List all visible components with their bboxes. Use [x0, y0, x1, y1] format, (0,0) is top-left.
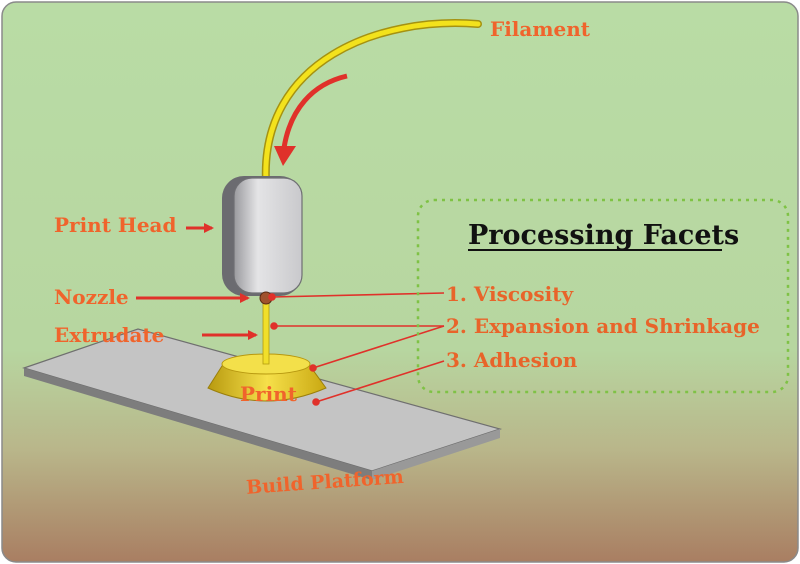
facets-box	[416, 198, 790, 394]
facet-item-adhesion: 3. Adhesion	[446, 348, 578, 372]
extrudate-strand	[262, 301, 270, 365]
print-head	[222, 176, 303, 296]
nozzle-label: Nozzle	[54, 285, 129, 309]
facets-title: Processing Facets	[468, 220, 739, 251]
facet-item-expansion: 2. Expansion and Shrinkage	[446, 314, 760, 338]
print-head-label: Print Head	[54, 213, 176, 237]
print-label: Print	[240, 382, 298, 406]
facet-connectors	[268, 292, 445, 406]
filament-label: Filament	[490, 17, 591, 41]
feed-arrow	[281, 73, 348, 149]
extrudate-label: Extrudate	[54, 323, 164, 347]
facet-item-viscosity: 1. Viscosity	[446, 282, 574, 306]
